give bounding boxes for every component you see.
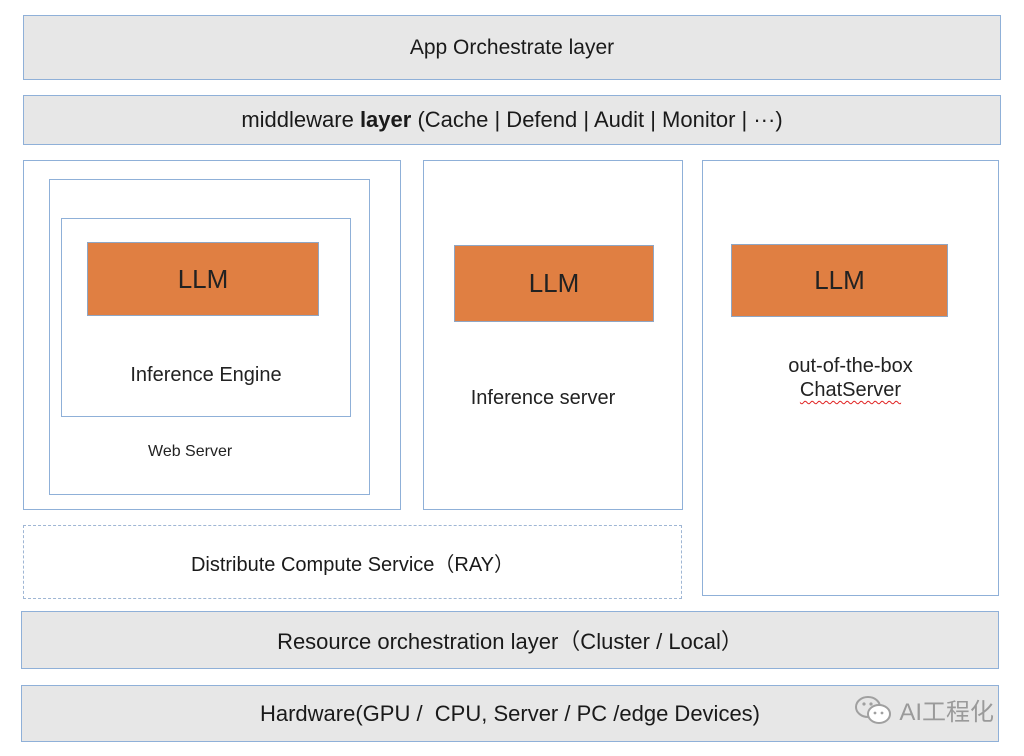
llm-label-server: LLM <box>528 268 580 298</box>
chat-server-panel <box>702 160 999 596</box>
middleware-label-suffix: (Cache | Defend | Audit | Monitor | ···) <box>411 107 783 132</box>
chat-server-label-line2: ChatServer <box>702 379 999 402</box>
middleware-label-bold: layer <box>359 107 412 132</box>
llm-block-engine: LLM <box>87 242 319 316</box>
app-orchestrate-label: App Orchestrate layer <box>409 35 615 59</box>
middleware-layer: middleware layer (Cache | Defend | Audit… <box>23 95 1001 145</box>
watermark-text: AI工程化 <box>899 699 994 726</box>
chat-server-label-line1: out-of-the-box <box>788 355 913 377</box>
middleware-label-prefix: middleware <box>241 107 360 132</box>
wechat-icon <box>855 695 892 724</box>
inference-engine-label: Inference Engine <box>130 364 282 386</box>
inference-server-label: Inference server <box>470 387 616 409</box>
llm-block-server: LLM <box>454 245 654 322</box>
middleware-label: middleware layer (Cache | Defend | Audit… <box>241 107 782 133</box>
app-orchestrate-layer: App Orchestrate layer <box>23 15 1001 80</box>
llm-label-engine: LLM <box>177 263 229 294</box>
resource-orchestration-layer: Resource orchestration layer（Cluster / L… <box>21 611 999 669</box>
watermark: AI工程化 <box>853 692 994 727</box>
distribute-compute-label: Distribute Compute Service（RAY） <box>190 553 515 576</box>
llm-block-chat: LLM <box>731 244 948 317</box>
hardware-label: Hardware(GPU / CPU, Server / PC /edge De… <box>259 700 761 726</box>
llm-label-chat: LLM <box>814 265 865 295</box>
web-server-label: Web Server <box>148 443 233 460</box>
hardware-layer: Hardware(GPU / CPU, Server / PC /edge De… <box>21 685 999 742</box>
chat-server-label-text: ChatServer <box>799 379 902 401</box>
distribute-compute-service: Distribute Compute Service（RAY） <box>23 525 682 599</box>
resource-orchestration-label: Resource orchestration layer（Cluster / L… <box>277 629 743 654</box>
inference-server-panel <box>423 160 683 510</box>
